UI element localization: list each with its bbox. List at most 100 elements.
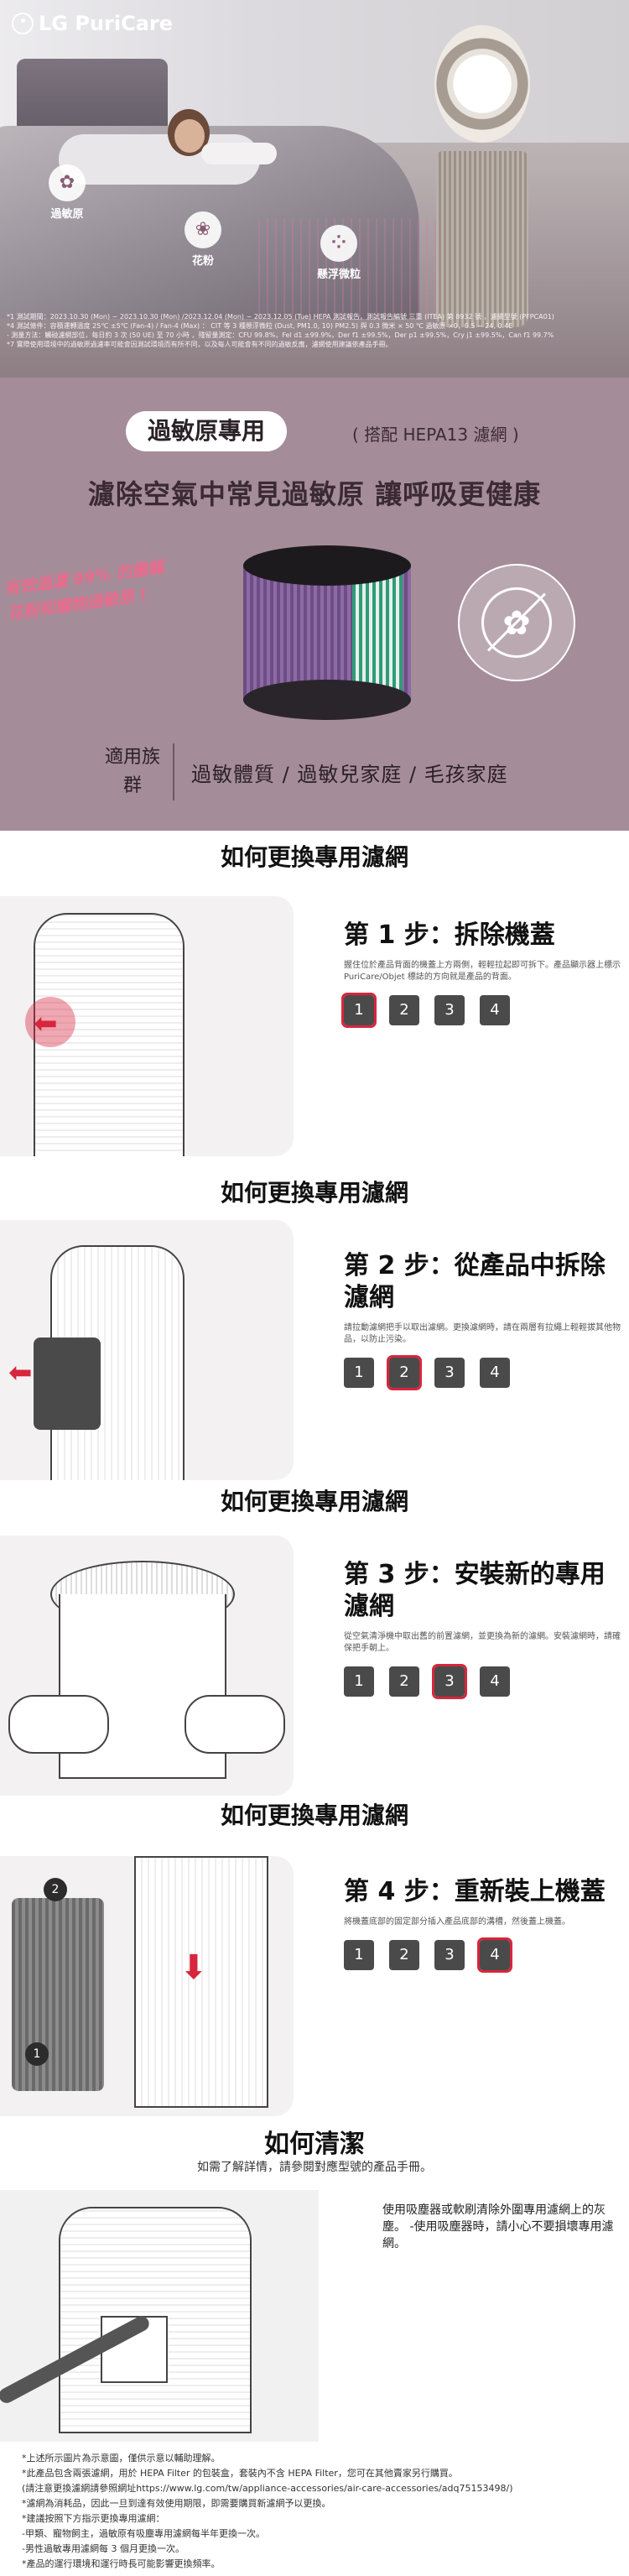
footnote: *7 實際使用環境中的過敏原過濾率可能會因測試環境而有所不同，以及每人可能會有不… [7,341,392,348]
audience-value: 過敏體質 / 過敏兒家庭 / 毛孩家庭 [191,762,508,786]
filter-cutaway [352,571,403,696]
step-number-3[interactable]: 3 [434,1940,465,1970]
step-number-4[interactable]: 4 [480,995,510,1025]
purifier-zoom-outline [134,1856,268,2108]
filter-bottom-ring [243,680,411,720]
note: *建議按照下方指示更換專用濾網： [22,2513,165,2524]
step-marker-1: 1 [25,2042,49,2066]
step2-illustration: ⬅ [0,1220,294,1480]
step-number-1[interactable]: 1 [344,1940,374,1970]
step-number-2[interactable]: 2 [389,1666,419,1697]
hero-icon-pollen: ❀ 花粉 [176,211,230,268]
audience-tag: 適用族群 [101,743,174,800]
step-number-4[interactable]: 4 [477,1937,512,1973]
pollen-icon: ❀ [185,211,221,248]
step1-text: 第 1 步：拆除機蓋 握住位於產品背面的機蓋上方兩側，輕輕拉起即可拆下。產品顯示… [341,920,621,1028]
step1-indicator: 1 2 3 4 [341,993,621,1028]
step-number-1[interactable]: 1 [344,1666,374,1697]
step4-indicator: 1 2 3 4 [344,1937,621,1973]
hero-icon-label: 花粉 [191,255,214,268]
step1-section-title: 如何更換專用濾網 [220,843,408,871]
feature-headline: 濾除空氣中常見過敏原 讓呼吸更健康 [87,478,542,510]
hand-left [8,1695,109,1754]
step4-heading: 第 4 步：重新裝上機蓋 [344,1877,606,1906]
person-arm [201,143,277,164]
brand-logo[interactable]: LG PuriCare [12,12,173,35]
step-number-1[interactable]: 1 [344,1358,374,1388]
step4-text: 第 4 步：重新裝上機蓋 將機蓋底部的固定部分插入產品底部的溝槽，然後蓋上機蓋。… [344,1876,621,1973]
footnote: *1 測試期間：2023.10.30 (Mon) ~ 2023.10.30 (M… [7,313,554,321]
note-link[interactable]: (請注意更換濾網請參照網址https://www.lg.com/tw/appli… [22,2483,513,2494]
cover-image [12,1898,104,2091]
note: -甲類、寵物飼主，過敏原有吸塵專用濾網每半年更換一次。 [22,2528,265,2539]
feature-pill-sub: ( 搭配 HEPA13 濾網 ) [352,425,519,445]
step-number-1[interactable]: 1 [341,993,377,1028]
arrow-left-icon: ⬅ [8,1356,33,1390]
note: *濾網為消耗品，因此一旦到達有效使用期限，即需要購買新濾網予以更換。 [22,2498,331,2509]
lg-logo-icon [12,13,34,34]
note: *此產品包含兩張濾網，用於 HEPA Filter 的包裝盒，套裝內不含 HEP… [22,2468,458,2479]
hero-icon-label: 懸浮微粒 [316,269,361,281]
allergen-icon: ✿ [49,164,86,201]
footnotes: *上述所示圖片為示意圖，僅供示意以輔助理解。 *此產品包含兩張濾網，用於 HEP… [0,2446,629,2576]
footnote: *4 測試條件：容積運轉溫度 25℃ ±5℃ (Fan-4) / Fan-4 (… [7,322,513,330]
step2-desc: 請拉動濾網把手以取出濾網。更換濾網時，請在兩層有拉繩上輕輕拔其他物品，以防止污染… [344,1323,621,1344]
note: -男性過敏專用濾網每 3 個月更換一次。 [22,2543,185,2554]
hand-right [185,1695,285,1754]
purifier-top [434,25,530,143]
step3-illustration [0,1536,294,1796]
step4-illustration: 2 1 ⬇ [0,1856,294,2116]
purifier-outline [34,913,185,1156]
hero-person [151,101,285,176]
hero-banner: LG PuriCare ✿ 過敏原 ❀ 花粉 ⁘ 懸浮微粒 *1 測試期間：20… [0,0,629,378]
arrow-left-icon: ⬅ [34,1007,58,1040]
step3-heading: 第 3 步：安裝新的專用濾網 [344,1560,606,1621]
hepa-filter-image [243,545,411,722]
filter-pulled [34,1338,101,1430]
step2-section-title: 如何更換專用濾網 [220,1179,408,1207]
hero-icon-label: 過敏原 [50,208,84,221]
step-number-4[interactable]: 4 [480,1358,510,1388]
step4-desc: 將機蓋底部的固定部分插入產品底部的溝槽，然後蓋上機蓋。 [344,1917,570,1927]
step3-section-title: 如何更換專用濾網 [220,1488,408,1515]
step-number-4[interactable]: 4 [480,1666,510,1697]
step-number-2[interactable]: 2 [387,1355,422,1390]
step3-indicator: 1 2 3 4 [344,1664,621,1699]
footnote: - 測量方法：觸碰濾網部位，每日約 3 次 (50 UE) 至 70 小時 ，殘… [7,331,554,339]
hero-footnotes: *1 測試期間：2023.10.30 (Mon) ~ 2023.10.30 (M… [7,312,622,349]
hero-icon-dust: ⁘ 懸浮微粒 [312,225,366,281]
hero-purifier-image [419,25,545,327]
step1-desc: 握住位於產品背面的機蓋上方兩側，輕輕拉起即可拆下。產品顯示器上標示 PuriCa… [344,961,621,982]
feature-pill: 過敏原專用 [126,411,288,451]
grip-highlight [25,997,75,1047]
note: *上述所示圖片為示意圖，僅供示意以輔助理解。 [22,2453,221,2464]
step2-heading: 第 2 步：從產品中拆除濾網 [344,1251,606,1312]
allergen-feature-section: 過敏原專用 ( 搭配 HEPA13 濾網 ) 濾除空氣中常見過敏原 讓呼吸更健康… [0,378,629,831]
step3-desc: 從空氣清淨機中取出舊的前置濾網，並更換為新的濾網。安裝濾網時，請確保把手朝上。 [344,1632,621,1653]
step-number-3[interactable]: 3 [432,1664,467,1699]
step-number-3[interactable]: 3 [434,995,465,1025]
filter-top-ring [243,545,411,586]
target-audience: 適用族群 過敏體質 / 過敏兒家庭 / 毛孩家庭 [101,730,587,814]
step-number-2[interactable]: 2 [389,1940,419,1970]
hero-icon-allergen: ✿ 過敏原 [40,164,94,221]
purifier-body [436,151,528,327]
step2-indicator: 1 2 3 4 [344,1355,621,1390]
dust-icon: ⁘ [320,225,357,262]
step-number-2[interactable]: 2 [389,995,419,1025]
step3-text: 第 3 步：安裝新的專用濾網 從空氣清淨機中取出舊的前置濾網，並更換為新的濾網。… [344,1559,621,1699]
cleaning-subtitle: 如需了解詳情，請參閱對應型號的產品手冊。 [197,2161,432,2174]
brand-name: LG PuriCare [39,12,174,35]
step4-section-title: 如何更換專用濾網 [220,1802,408,1829]
arrow-down-icon: ⬇ [179,1948,208,1987]
feature-claim: 有效過濾 99% 的塵蟎 花粉和寵物過敏原 ! [3,548,217,627]
step-marker-2: 2 [44,1878,67,1901]
no-pollen-badge: ✿ [458,564,575,681]
step1-illustration: ⬅ [0,896,294,1156]
cleaning-title: 如何清潔 [264,2130,365,2159]
cleaning-instructions: 使用吸塵器或軟刷清除外圍專用濾網上的灰塵。 -使用吸塵器時，請小心不要損壞專用濾… [382,2203,614,2250]
step-number-3[interactable]: 3 [434,1358,465,1388]
step1-heading: 第 1 步：拆除機蓋 [344,920,555,950]
step2-text: 第 2 步：從產品中拆除濾網 請拉動濾網把手以取出濾網。更換濾網時，請在兩層有拉… [344,1250,621,1390]
